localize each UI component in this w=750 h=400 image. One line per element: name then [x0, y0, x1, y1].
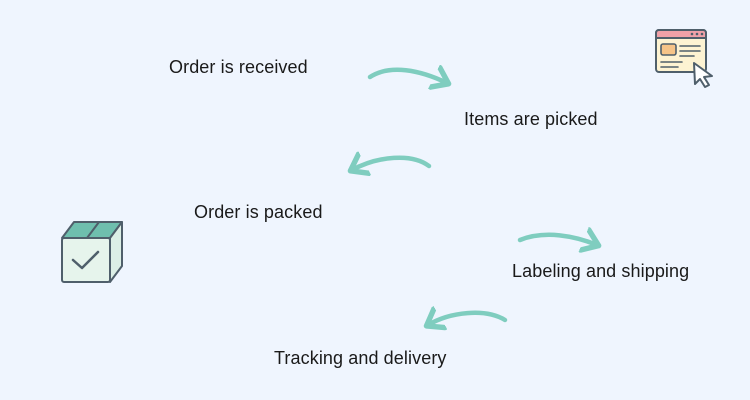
step-items-picked: Items are picked — [464, 109, 598, 129]
step-tracking-delivery: Tracking and delivery — [274, 348, 447, 368]
arrow-received-to-picked — [367, 70, 447, 83]
arrow-picked-to-packed — [352, 158, 432, 170]
checkmark-icon — [71, 250, 100, 270]
step-labeling-shipping: Labeling and shipping — [512, 261, 690, 281]
step-order-packed: Order is packed — [194, 202, 323, 222]
arrow-packed-to-labeling — [517, 235, 597, 245]
arrow-labeling-to-tracking — [428, 313, 508, 325]
box-check-icon — [61, 221, 123, 283]
step-order-received: Order is received — [169, 57, 308, 77]
cursor-icon — [693, 62, 713, 88]
browser-window-icon — [655, 29, 713, 88]
